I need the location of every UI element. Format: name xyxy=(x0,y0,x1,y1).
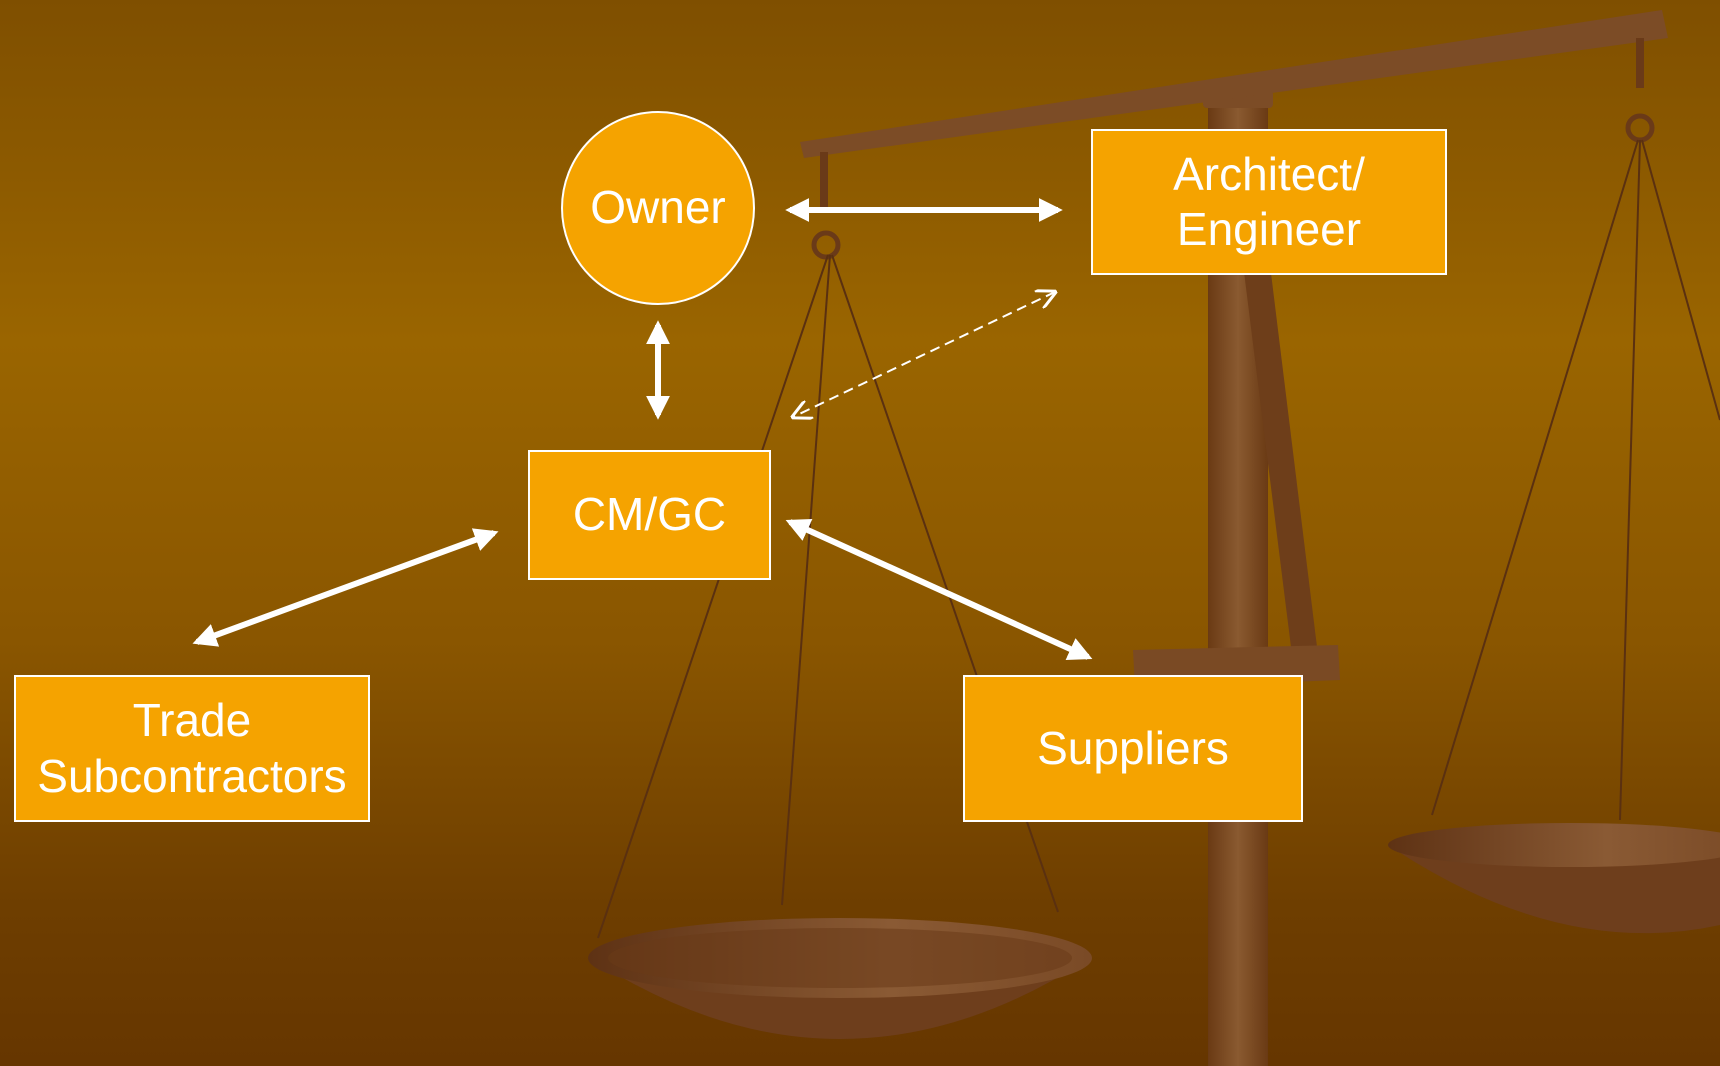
architect-cmgc-dashed-arrow xyxy=(793,292,1055,417)
cmgc-trade-arrow xyxy=(192,528,499,647)
suppliers-node: Suppliers xyxy=(963,675,1303,822)
scale-beam xyxy=(800,10,1668,158)
left-hook xyxy=(820,152,828,212)
right-pan-string xyxy=(1619,139,1641,821)
right-pan xyxy=(1388,845,1720,934)
left-hook-loop xyxy=(811,230,841,260)
scale-brace xyxy=(1235,200,1318,655)
right-pan-rim xyxy=(1388,823,1720,867)
right-pan-string xyxy=(1641,139,1720,421)
right-hook xyxy=(1636,38,1644,88)
owner-node: Owner xyxy=(561,111,755,305)
cm-gc-node: CM/GC xyxy=(528,450,771,580)
left-pan-inner xyxy=(608,928,1072,988)
architect-engineer-node: Architect/ Engineer xyxy=(1091,129,1447,275)
trade-subcontractors-node: Trade Subcontractors xyxy=(14,675,370,822)
right-pan-string xyxy=(1431,139,1639,816)
cmgc-suppliers-arrow xyxy=(785,518,1093,661)
